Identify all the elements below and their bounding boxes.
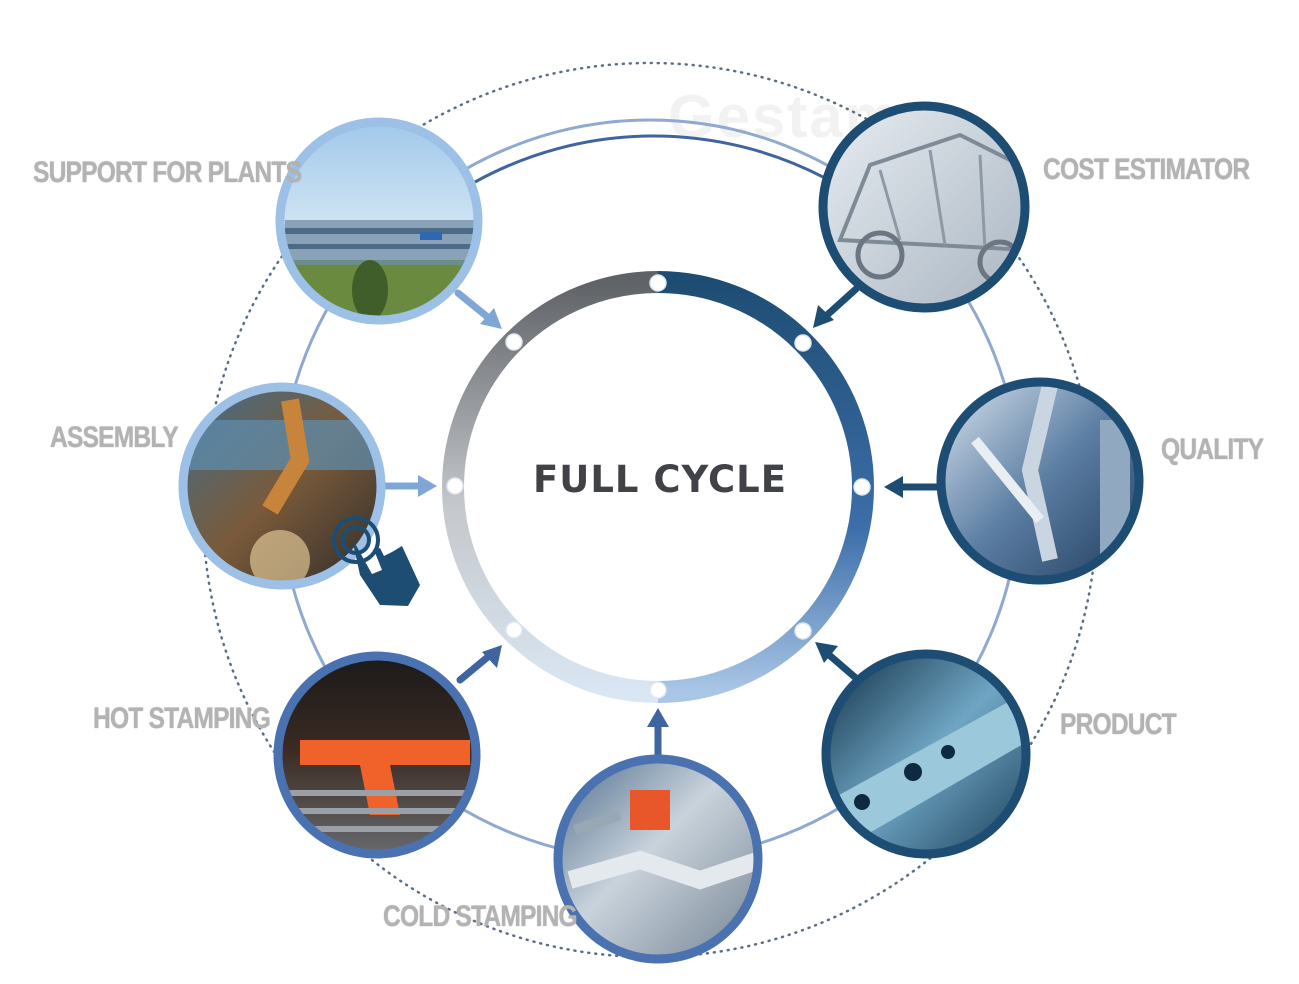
node-bottom-left xyxy=(505,621,523,639)
factory-building-photo xyxy=(280,122,478,320)
node-top-right xyxy=(794,334,812,352)
measuring-arm-photo xyxy=(941,382,1139,580)
node-top xyxy=(649,274,667,292)
label-cold-stamping: COLD STAMPING xyxy=(383,900,578,933)
metal-part-photo xyxy=(826,654,1026,854)
cycle-nodes xyxy=(446,274,871,699)
label-hot-stamping: HOT STAMPING xyxy=(93,702,271,735)
connector-ring-top xyxy=(474,134,826,184)
label-product: PRODUCT xyxy=(1060,708,1177,741)
node-left xyxy=(446,477,464,495)
label-assembly: ASSEMBLY xyxy=(50,421,179,454)
cost-photo-frame xyxy=(818,101,1030,313)
node-bottom-right xyxy=(794,622,812,640)
arrow-hot xyxy=(456,652,493,684)
arrow-support xyxy=(454,289,494,323)
center-title: FULL CYCLE xyxy=(533,458,787,501)
support-photo-frame xyxy=(275,117,483,325)
node-right xyxy=(853,478,871,496)
label-quality: QUALITY xyxy=(1161,433,1264,466)
label-support-for-plants: SUPPORT FOR PLANTS xyxy=(33,156,302,189)
car-body-photo xyxy=(823,106,1025,308)
stamping-die-photo xyxy=(558,759,758,959)
label-cost-estimator: COST ESTIMATOR xyxy=(1043,153,1250,186)
hot-blank-photo xyxy=(278,656,476,854)
arrow-product xyxy=(824,650,861,683)
node-bottom xyxy=(649,681,667,699)
node-top-left xyxy=(505,333,523,351)
cold-photo-frame xyxy=(553,754,763,964)
product-photo-frame xyxy=(821,649,1031,859)
quality-photo-frame xyxy=(936,377,1144,585)
arrow-cost xyxy=(822,285,860,320)
assembly-photo-frame xyxy=(178,382,386,590)
touch-hand-icon xyxy=(332,516,420,606)
hot-photo-frame xyxy=(273,651,481,859)
